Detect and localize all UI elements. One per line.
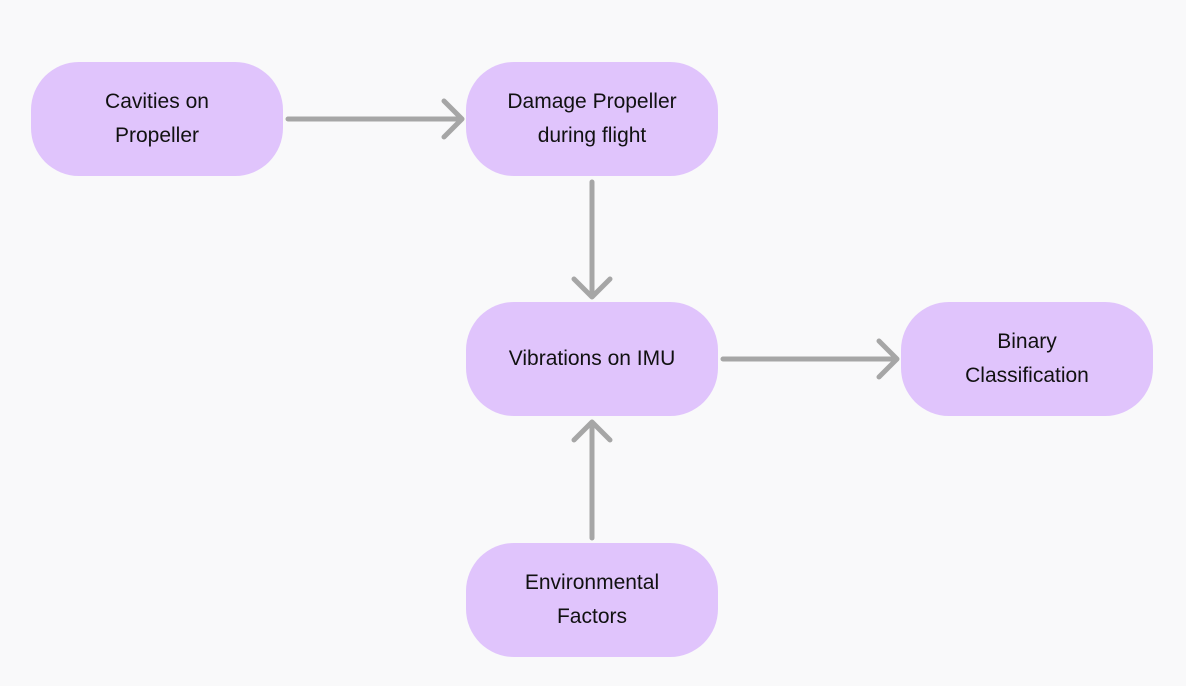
node-environmental-factors: Environmental Factors (466, 543, 718, 657)
node-damage-propeller: Damage Propeller during flight (466, 62, 718, 176)
node-label: Damage Propeller during flight (507, 90, 677, 147)
node-vibrations-on-imu: Vibrations on IMU (466, 302, 718, 416)
arrow-vibrations-to-binary (720, 338, 900, 380)
arrow-environmental-to-vibrations (571, 419, 613, 541)
node-label: Vibrations on IMU (508, 347, 676, 370)
node-cavities-on-propeller: Cavities on Propeller (31, 62, 283, 176)
arrow-cavities-to-damage (285, 98, 465, 140)
node-binary-classification: Binary Classification (901, 302, 1153, 416)
arrow-damage-to-vibrations (571, 179, 613, 300)
node-label: Environmental Factors (524, 571, 660, 628)
node-label: Cavities on Propeller (105, 90, 209, 147)
node-label: Binary Classification (965, 330, 1089, 387)
